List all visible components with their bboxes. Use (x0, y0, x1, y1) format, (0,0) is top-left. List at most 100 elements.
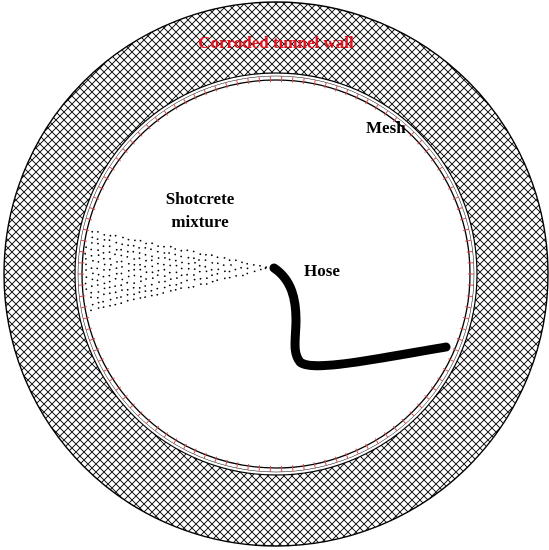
spray-dot (156, 287, 159, 290)
mesh-tick (417, 403, 423, 409)
mesh-tick (103, 367, 110, 372)
spray-dot (205, 283, 208, 285)
spray-dot (92, 259, 94, 262)
spray-dot (242, 274, 244, 277)
spray-dot (126, 288, 129, 291)
mesh-tick (183, 98, 187, 105)
spray-dot (139, 239, 142, 242)
mesh-tick (236, 462, 239, 469)
spray-dot (206, 277, 208, 280)
spray-dot (174, 253, 177, 256)
spray-dot (175, 271, 178, 274)
mesh-tick (214, 456, 218, 463)
spray-dot (114, 277, 117, 280)
mesh-tick (80, 239, 87, 242)
spray-dot (90, 291, 93, 294)
spray-dot (97, 291, 100, 293)
mesh-tick (424, 148, 430, 153)
spray-dot (181, 261, 183, 264)
mesh-tick (93, 196, 100, 200)
spray-dot (96, 296, 99, 299)
spray-dot (216, 262, 219, 265)
mesh-tick (89, 338, 96, 341)
spray-dot (97, 254, 100, 257)
spray-dot (115, 267, 118, 269)
spray-dot (127, 269, 130, 272)
spray-dot (90, 267, 93, 269)
spray-dot (222, 264, 225, 266)
spray-dot (96, 284, 99, 286)
shotcrete-label-line2: mixture (171, 212, 229, 231)
spray-dot (121, 278, 124, 281)
spray-dot (90, 285, 93, 288)
mesh-tick (173, 104, 178, 110)
spray-dot (156, 250, 159, 253)
spray-dot (90, 309, 92, 312)
spray-dot (138, 247, 141, 249)
mesh-tick (80, 306, 87, 309)
spray-dot (164, 280, 166, 283)
mesh-tick (137, 411, 143, 417)
spray-dot (180, 249, 183, 252)
mesh-tick (324, 459, 327, 466)
spray-dot (121, 243, 124, 246)
spray-dot (108, 268, 111, 271)
hose-label: Hose (304, 261, 340, 280)
spray-dot (150, 259, 153, 262)
spray-dot (144, 285, 147, 287)
spray-dot (138, 287, 141, 289)
spray-dot (193, 268, 196, 270)
spray-dot (230, 264, 232, 266)
spray-dot (108, 292, 111, 295)
mesh-tick (225, 459, 228, 466)
spray-dot (174, 248, 177, 250)
spray-dot (97, 242, 99, 245)
spray-dot (121, 266, 123, 268)
spray-dot (85, 263, 87, 266)
mesh-tick (247, 463, 250, 471)
spray-dot (198, 259, 200, 261)
spray-dot (175, 283, 178, 286)
mesh-tick (466, 295, 473, 298)
spray-dot (205, 253, 207, 256)
mesh-tick (98, 358, 104, 362)
mesh-tick (456, 207, 463, 210)
spray-dot (144, 296, 147, 298)
wall-label: Corroded tunnel wall (198, 33, 354, 52)
mesh-tick (355, 93, 359, 100)
mesh-tick (452, 196, 459, 200)
spray-dot (97, 307, 100, 309)
spray-dot (108, 274, 111, 277)
mesh-tick (115, 386, 121, 391)
spray-dot (97, 249, 99, 252)
spray-dot (103, 257, 105, 260)
spray-dot (133, 293, 136, 296)
mesh-tick (173, 438, 178, 444)
mesh-tick (465, 306, 472, 309)
spray-dot (133, 258, 136, 260)
spray-dot (145, 259, 147, 262)
mesh-tick (462, 228, 470, 231)
spray-dot (198, 270, 201, 273)
spray-dot (102, 252, 105, 254)
spray-dot (157, 245, 160, 248)
spray-dot (186, 273, 189, 276)
mesh-tick (137, 131, 143, 137)
mesh-tick (122, 148, 128, 153)
spray-dot (140, 280, 142, 283)
spray-dot (253, 270, 256, 273)
spray-dot (85, 288, 88, 290)
spray-dot (150, 294, 153, 297)
spray-dot (115, 272, 118, 275)
spray-dot (126, 281, 129, 284)
spray-dot (163, 252, 166, 254)
spray-dot (133, 268, 136, 271)
spray-dot (175, 264, 178, 267)
mesh-tick (442, 176, 449, 181)
spray-dot (193, 257, 195, 260)
spray-dot (264, 267, 267, 270)
spray-dot (138, 252, 141, 254)
spray-dot (103, 239, 106, 241)
mesh-tick (334, 456, 338, 463)
